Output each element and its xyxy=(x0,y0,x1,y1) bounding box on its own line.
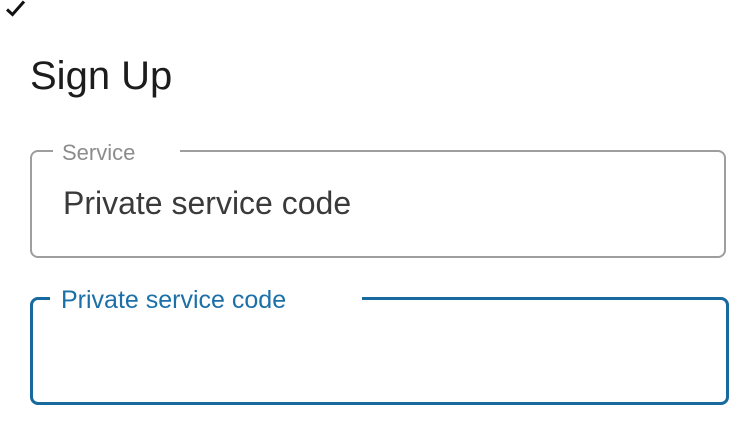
service-field-value[interactable]: Private service code xyxy=(63,185,352,221)
corner-check-icon xyxy=(5,0,26,17)
private-service-code-field[interactable]: Private service code xyxy=(30,288,729,405)
service-label-notch xyxy=(53,150,180,152)
page-title: Sign Up xyxy=(30,54,173,98)
code-label-notch xyxy=(50,297,362,300)
code-field-label: Private service code xyxy=(61,286,287,314)
service-select-field[interactable]: Service Private service code xyxy=(30,141,726,258)
code-field-input[interactable] xyxy=(33,300,726,402)
service-field-label: Service xyxy=(62,140,136,165)
